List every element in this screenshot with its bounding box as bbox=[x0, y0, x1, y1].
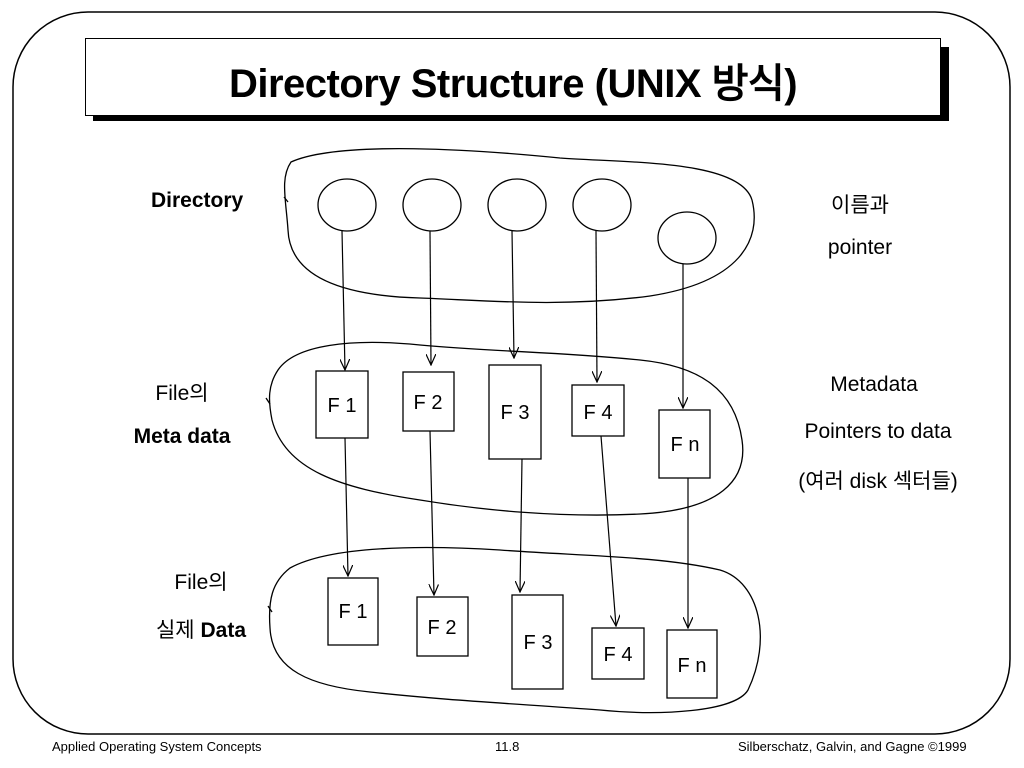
svg-text:F 3: F 3 bbox=[501, 402, 530, 424]
svg-text:F 1: F 1 bbox=[328, 395, 357, 417]
svg-text:F 4: F 4 bbox=[584, 402, 613, 424]
directory-region bbox=[283, 148, 755, 304]
data-file-2: F 2 bbox=[416, 596, 469, 657]
data-file-1: F 1 bbox=[327, 577, 379, 646]
arrow-meta-to-data-2 bbox=[430, 430, 434, 595]
title-box: Directory Structure (UNIX 방식) bbox=[85, 38, 941, 116]
directory-label: Directory bbox=[151, 189, 244, 212]
data-file-4: F 4 bbox=[591, 627, 645, 680]
footer-course: Applied Operating System Concepts bbox=[52, 739, 262, 754]
page-title: Directory Structure (UNIX 방식) bbox=[228, 62, 798, 106]
metadata-file-2: F 2 bbox=[402, 371, 455, 432]
data-file-3: F 3 bbox=[511, 594, 564, 690]
directory-desc-line1: 이름과 bbox=[831, 194, 889, 217]
footer-copyright: Silberschatz, Galvin, and Gagne ©1999 bbox=[738, 739, 967, 754]
metadata-desc-line2: Pointers to data bbox=[804, 420, 952, 443]
data-label-bold: Data bbox=[200, 619, 247, 642]
arrow-meta-to-data-4 bbox=[600, 435, 616, 626]
metadata-label-line2: Meta data bbox=[133, 425, 231, 448]
svg-text:F n: F n bbox=[671, 434, 700, 456]
data-file-n: F n bbox=[666, 629, 718, 699]
data-label-line2: 실제 Data bbox=[156, 614, 246, 644]
footer-page-number: 11.8 bbox=[495, 739, 520, 754]
svg-text:F 2: F 2 bbox=[428, 617, 457, 639]
arrow-dir-to-meta-3 bbox=[512, 230, 514, 358]
metadata-file-4: F 4 bbox=[571, 384, 625, 437]
svg-text:F 3: F 3 bbox=[524, 632, 553, 654]
svg-text:F n: F n bbox=[678, 655, 707, 677]
directory-entry-4 bbox=[572, 178, 632, 232]
directory-entry-1 bbox=[317, 178, 377, 232]
metadata-file-1: F 1 bbox=[315, 370, 369, 439]
svg-text:F 4: F 4 bbox=[604, 644, 633, 666]
data-label-line1: File의 bbox=[174, 571, 228, 594]
arrow-dir-to-meta-2 bbox=[430, 230, 431, 365]
directory-entry-5 bbox=[657, 211, 717, 265]
arrow-meta-to-data-3 bbox=[520, 458, 522, 592]
svg-text:F 1: F 1 bbox=[339, 601, 368, 623]
arrow-dir-to-meta-4 bbox=[596, 230, 597, 382]
directory-entry-3 bbox=[487, 178, 547, 232]
svg-text:F 2: F 2 bbox=[414, 392, 443, 414]
metadata-desc-line3: (여러 disk 섹터들) bbox=[798, 470, 958, 493]
arrow-dir-to-meta-1 bbox=[342, 230, 345, 370]
metadata-file-3: F 3 bbox=[488, 364, 542, 460]
directory-entry-2 bbox=[402, 178, 462, 232]
metadata-region bbox=[268, 341, 744, 516]
metadata-label-line1: File의 bbox=[155, 382, 209, 405]
data-label-prefix: 실제 bbox=[155, 619, 201, 642]
arrow-meta-to-data-1 bbox=[345, 437, 348, 576]
data-region bbox=[268, 546, 761, 714]
metadata-desc-line1: Metadata bbox=[830, 373, 918, 396]
metadata-file-n: F n bbox=[658, 409, 711, 479]
directory-desc-line2: pointer bbox=[827, 236, 893, 259]
